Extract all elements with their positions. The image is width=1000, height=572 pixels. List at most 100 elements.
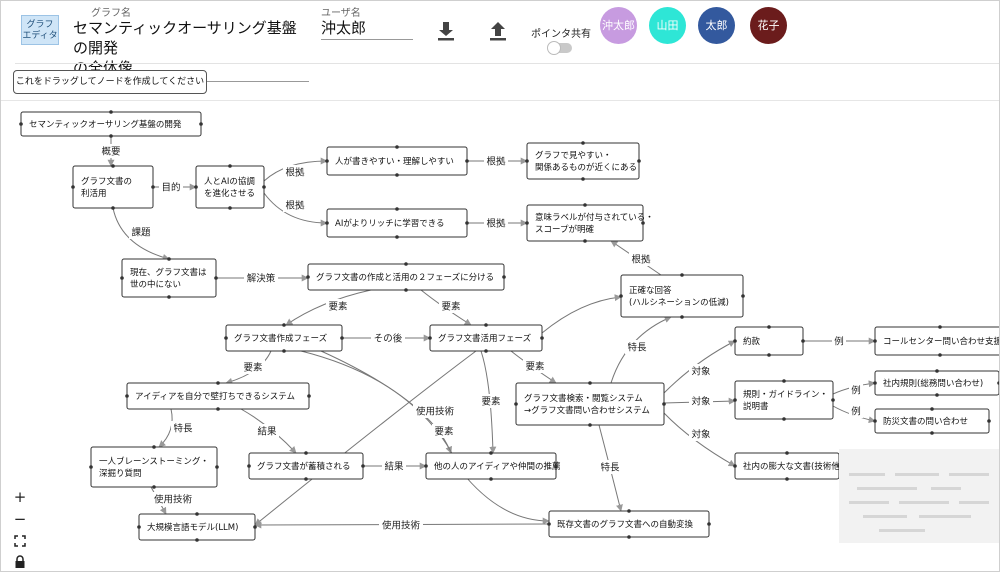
node-box[interactable] <box>526 142 640 180</box>
graph-node-n22[interactable]: 他の人のアイディアや仲間の推薦 <box>424 451 561 481</box>
download-icon[interactable] <box>437 21 455 41</box>
node-connection-handle[interactable] <box>199 122 203 126</box>
graph-node-n24[interactable]: 大規模言語モデル(LLM) <box>137 512 257 542</box>
node-box[interactable] <box>515 382 665 426</box>
node-connection-handle[interactable] <box>782 379 786 383</box>
node-connection-handle[interactable] <box>111 164 115 168</box>
graph-node-n21[interactable]: グラフ文書が蓄積される <box>247 451 365 481</box>
node-connection-handle[interactable] <box>214 276 218 280</box>
node-connection-handle[interactable] <box>581 141 585 145</box>
node-connection-handle[interactable] <box>247 464 251 468</box>
user-avatar-taro[interactable]: 太郎 <box>698 7 735 44</box>
edge-e14[interactable] <box>480 350 497 454</box>
node-connection-handle[interactable] <box>195 512 199 516</box>
node-connection-handle[interactable] <box>465 221 469 225</box>
node-connection-handle[interactable] <box>404 288 408 292</box>
graph-node-n20[interactable]: 一人ブレーンストーミング・深掘り質問 <box>89 445 219 489</box>
node-box[interactable] <box>195 165 265 209</box>
node-connection-handle[interactable] <box>194 185 198 189</box>
node-connection-handle[interactable] <box>588 381 592 385</box>
graph-node-n5[interactable]: グラフで見やすい・関係あるものが近くにある <box>525 141 641 181</box>
node-connection-handle[interactable] <box>151 185 155 189</box>
node-connection-handle[interactable] <box>938 325 942 329</box>
node-connection-handle[interactable] <box>325 221 329 225</box>
node-connection-handle[interactable] <box>554 464 558 468</box>
node-connection-handle[interactable] <box>395 173 399 177</box>
graph-node-n15[interactable]: アイディアを自分で壁打ちできるシステム <box>125 381 311 411</box>
zoom-in-button[interactable]: + <box>10 487 30 507</box>
node-connection-handle[interactable] <box>340 336 344 340</box>
node-connection-handle[interactable] <box>282 349 286 353</box>
edge-x1[interactable] <box>541 294 622 334</box>
node-connection-handle[interactable] <box>767 353 771 357</box>
node-connection-handle[interactable] <box>547 522 551 526</box>
graph-node-n23[interactable]: 社内の膨大な文書(技術他 <box>733 451 841 481</box>
lock-icon[interactable] <box>10 552 30 572</box>
node-connection-handle[interactable] <box>627 535 631 539</box>
node-connection-handle[interactable] <box>71 185 75 189</box>
node-connection-handle[interactable] <box>306 275 310 279</box>
node-connection-handle[interactable] <box>733 464 737 468</box>
node-connection-handle[interactable] <box>395 235 399 239</box>
node-connection-handle[interactable] <box>930 407 934 411</box>
node-connection-handle[interactable] <box>489 451 493 455</box>
user-name-field[interactable]: 沖太郎 <box>321 18 413 40</box>
pointer-share-toggle[interactable] <box>547 41 572 55</box>
graph-node-n14[interactable]: コールセンター問い合わせ支援 <box>873 325 1000 357</box>
node-connection-handle[interactable] <box>930 431 934 435</box>
node-box[interactable] <box>72 165 154 209</box>
node-connection-handle[interactable] <box>641 221 645 225</box>
graph-node-n1[interactable]: セマンティックオーサリング基盤の開発 <box>19 110 203 138</box>
zoom-out-button[interactable]: − <box>10 509 30 529</box>
node-connection-handle[interactable] <box>307 394 311 398</box>
edge-e24[interactable] <box>158 408 173 448</box>
node-connection-handle[interactable] <box>767 325 771 329</box>
node-connection-handle[interactable] <box>680 315 684 319</box>
node-connection-handle[interactable] <box>741 294 745 298</box>
create-node-drag-source[interactable]: これをドラッグしてノードを作成してください <box>13 70 207 94</box>
node-connection-handle[interactable] <box>109 134 113 138</box>
graph-node-n16[interactable]: グラフ文書検索・閲覧システム→グラフ文書問い合わせシステム <box>514 381 666 427</box>
node-box[interactable] <box>90 446 218 488</box>
graph-node-n19[interactable]: 防災文書の問い合わせ <box>873 407 991 435</box>
node-connection-handle[interactable] <box>167 295 171 299</box>
node-connection-handle[interactable] <box>525 159 529 163</box>
node-connection-handle[interactable] <box>540 336 544 340</box>
node-connection-handle[interactable] <box>627 509 631 513</box>
node-connection-handle[interactable] <box>489 477 493 481</box>
graph-node-n6[interactable]: AIがよりリッチに学習できる <box>325 207 469 239</box>
edge-e27[interactable] <box>320 350 452 454</box>
node-connection-handle[interactable] <box>304 477 308 481</box>
node-connection-handle[interactable] <box>581 177 585 181</box>
node-connection-handle[interactable] <box>997 381 1000 385</box>
graph-node-n4[interactable]: 人が書きやすい・理解しやすい <box>325 145 469 177</box>
node-connection-handle[interactable] <box>253 525 257 529</box>
node-connection-handle[interactable] <box>216 381 220 385</box>
node-connection-handle[interactable] <box>215 465 219 469</box>
node-connection-handle[interactable] <box>733 398 737 402</box>
graph-node-n17[interactable]: 規則・ガイドライン・説明書 <box>733 379 835 421</box>
node-connection-handle[interactable] <box>167 257 171 261</box>
node-connection-handle[interactable] <box>987 419 991 423</box>
node-connection-handle[interactable] <box>525 221 529 225</box>
node-connection-handle[interactable] <box>484 323 488 327</box>
edge-e7[interactable] <box>112 207 170 261</box>
edge-e4[interactable] <box>263 192 328 227</box>
graph-node-n11[interactable]: グラフ文書作成フェーズ <box>224 323 344 353</box>
edge-e16[interactable] <box>254 350 477 526</box>
node-connection-handle[interactable] <box>424 464 428 468</box>
node-connection-handle[interactable] <box>304 451 308 455</box>
node-box[interactable] <box>734 380 834 420</box>
node-connection-handle[interactable] <box>325 159 329 163</box>
node-connection-handle[interactable] <box>125 394 129 398</box>
node-connection-handle[interactable] <box>502 275 506 279</box>
node-connection-handle[interactable] <box>583 239 587 243</box>
node-connection-handle[interactable] <box>109 110 113 114</box>
fit-view-icon[interactable] <box>10 531 30 551</box>
node-connection-handle[interactable] <box>662 402 666 406</box>
node-connection-handle[interactable] <box>152 485 156 489</box>
graph-node-n12[interactable]: グラフ文書活用フェーズ <box>428 323 544 353</box>
node-connection-handle[interactable] <box>228 206 232 210</box>
